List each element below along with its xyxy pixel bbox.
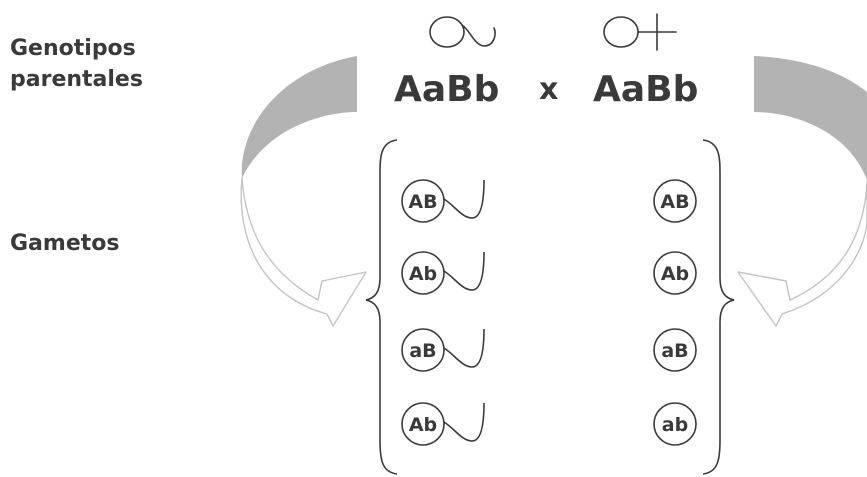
right-gamete-2-label: Ab (661, 263, 689, 285)
parental-genotypes-label-line2: parentales (10, 67, 143, 92)
left-gamete-2: Ab (401, 251, 485, 295)
right-gamete-4-label: ab (662, 414, 688, 436)
cross-operator: x (539, 72, 559, 107)
right-parent-genotype: AaBb (593, 69, 699, 110)
left-gamete-3: aB (401, 328, 485, 372)
right-gamete-4: ab (653, 402, 697, 446)
right-gamete-3-label: aB (661, 340, 688, 362)
right-brace (702, 139, 735, 475)
right-gamete-2: Ab (653, 251, 697, 295)
right-gamete-1-label: AB (660, 191, 689, 213)
left-parent-genotype: AaBb (394, 69, 500, 110)
right-gamete-1: AB (653, 179, 697, 223)
left-gamete-4: Ab (401, 402, 485, 446)
gametes-label: Gametos (10, 231, 120, 256)
left-brace (365, 139, 398, 475)
right-curved-arrow (737, 56, 867, 327)
left-gamete-1-label: AB (408, 191, 437, 213)
parental-genotypes-label-line1: Genotipos (10, 36, 136, 61)
male-symbol-icon (429, 16, 496, 48)
left-gamete-1: AB (401, 179, 485, 223)
female-symbol-icon (603, 13, 677, 51)
left-gamete-3-label: aB (409, 340, 436, 362)
right-gamete-3: aB (653, 328, 697, 372)
left-curved-arrow (240, 56, 367, 327)
left-gamete-4-label: Ab (409, 414, 437, 436)
left-gamete-2-label: Ab (409, 263, 437, 285)
